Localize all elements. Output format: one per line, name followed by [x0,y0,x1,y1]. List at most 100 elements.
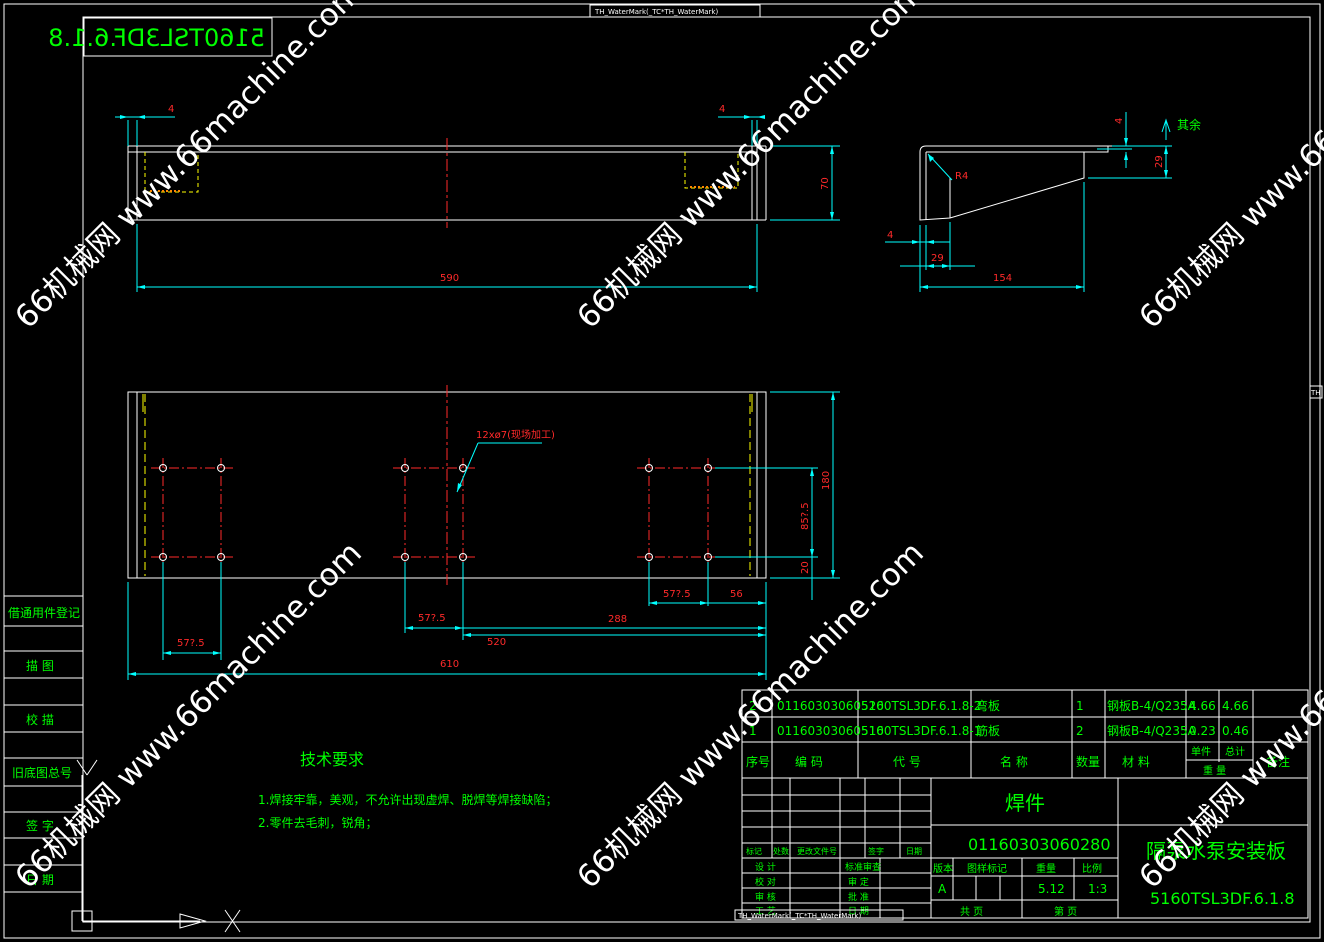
title-weight: 5.12 [1038,882,1065,896]
hole [459,553,467,561]
hole [401,464,409,472]
col-label: 比例 [1082,862,1102,875]
dim-w-57-5-mid: 57?.5 [418,613,446,624]
hole [159,464,167,472]
mid-label: 标准审查 [845,861,881,873]
dim-w-610: 610 [440,659,459,670]
watermark-4: 66机械网 www.66machine.com [8,535,369,896]
hole [459,464,467,472]
hole [217,553,225,561]
rev-label: 签字 [868,846,884,856]
col-label: 图样标记 [967,862,1007,875]
mid-label: 审 定 [848,876,869,888]
rev-label: 更改文件号 [797,846,837,856]
right-watermark-tag: TH [1309,385,1323,399]
title-block [741,777,1309,919]
hole [217,464,225,472]
bom-part: 5160TSL3DF.6.1.8-2 [861,699,981,713]
bom-code: 01160303060520 [777,699,884,713]
bom-qty: 2 [1076,724,1084,738]
left-label: 工 艺 [755,906,776,917]
side-table-5: 日 期 [26,873,54,887]
bom-header-unit: 单件 [1191,746,1211,758]
bom-unit: 0.23 [1189,724,1216,738]
dim-w-57-5-left: 57?.5 [177,638,205,649]
dim-hole-note: 12xø7(现场加工) [476,428,555,441]
bom-header-total: 总计 [1225,745,1245,758]
bom-qty: 1 [1076,699,1084,713]
bom-total: 0.46 [1222,724,1249,738]
mid-label: 批 准 [848,891,869,903]
hole [645,464,653,472]
bom-header: 序号 编 码 代 号 名 称 数量 材 料 单件 总计 重 量 备注 [746,745,1290,777]
hole [704,553,712,561]
side-table-3: 旧底图总号 [12,765,72,780]
bom-header-qty: 数量 [1076,754,1100,769]
watermark-2: 66机械网 www.66machine.com [570,0,931,336]
dim-w-56: 56 [730,589,743,600]
dim-h-20: 20 [800,561,811,574]
title-block-text: 焊件 01160303060280 隔泵水泵安装板 5160TSL3DF.6.1… [746,791,1295,918]
bom-row-2: 2 01160303060520 5160TSL3DF.6.1.8-2 弯板 1… [749,698,1249,713]
mirrored-code-text: 5160TSL3DF.6.1.8 [48,24,265,52]
title-version: A [938,882,947,896]
hole [704,464,712,472]
top-tag-text: TH_WaterMark(_TC*TH_WaterMark) [594,8,718,16]
dim-side-r4: R4 [955,171,968,182]
bom-code: 01160303060510 [777,724,884,738]
side-table: 借通用件登记 描 图 校 描 旧底图总号 签 字 日 期 [3,595,84,893]
title-sheet-total: 共 页 [960,906,983,918]
dim-w-288: 288 [608,614,627,625]
top-watermark-tag: TH_WaterMark(_TC*TH_WaterMark) [589,4,761,18]
side-table-1: 描 图 [26,659,54,673]
col-label: 重量 [1036,862,1056,875]
dim-height-70: 70 [820,177,831,190]
notes-title: 技术要求 [300,750,364,769]
bom-name: 弯板 [976,698,1000,713]
bom-material: 钢板B-4/Q235A [1107,699,1197,713]
side-view: 4 29 其余 R4 4 29 154 [885,112,1201,292]
dim-w-57-5-right: 57?.5 [663,589,691,600]
hole [401,553,409,561]
dim-side-4-top: 4 [1114,118,1125,124]
bom-header-weight: 重 量 [1203,764,1226,777]
side-table-4: 签 字 [26,818,54,833]
title-code: 01160303060280 [968,835,1111,854]
title-type: 焊件 [1005,791,1045,815]
front-view: 12xø7(现场加工) [127,385,840,680]
ucs-icon [71,759,241,933]
dim-h-852-5: 85?.5 [800,502,811,530]
bom-header-part: 代 号 [893,755,921,769]
bottom-tag-text: TH_WaterMark(_TC*TH_WaterMark) [737,912,861,920]
rev-label: 日期 [906,847,922,856]
dim-side-4-bottom: 4 [887,230,893,241]
left-label: 校 对 [755,876,776,888]
title-scale: 1:3 [1088,882,1107,896]
col-label: 版本 [933,862,953,875]
bom-total: 4.66 [1222,699,1249,713]
top-view: 4 4 70 590 [115,104,840,292]
dim-top-right-4: 4 [719,104,725,115]
dim-w-520: 520 [487,637,506,648]
hole-pattern [151,458,720,567]
title-name: 隔泵水泵安装板 [1146,839,1286,863]
bom-name: 筋板 [976,723,1000,738]
title-sheet-no: 第 页 [1054,905,1077,918]
side-table-2: 校 描 [26,712,54,727]
bom-header-name: 名 称 [1000,754,1028,769]
bom-header-no: 序号 [746,754,770,769]
dim-side-29-bottom: 29 [931,253,944,264]
hole [645,553,653,561]
left-label: 审 核 [755,891,776,903]
mirrored-code-box: 5160TSL3DF.6.1.8 [48,17,273,57]
side-table-0: 借通用件登记 [8,605,80,620]
bom-row-1: 1 01160303060510 5160TSL3DF.6.1.8-1 筋板 2… [749,723,1249,738]
dim-side-29-right: 29 [1154,155,1165,168]
left-label: 设 计 [755,861,776,873]
notes-line2: 2.零件去毛刺，锐角； [258,816,377,830]
title-drawing-no: 5160TSL3DF.6.1.8 [1150,889,1295,908]
dim-length-590: 590 [440,273,459,284]
bom-material: 钢板B-4/Q235A [1107,724,1197,738]
bom-no: 1 [749,724,757,738]
